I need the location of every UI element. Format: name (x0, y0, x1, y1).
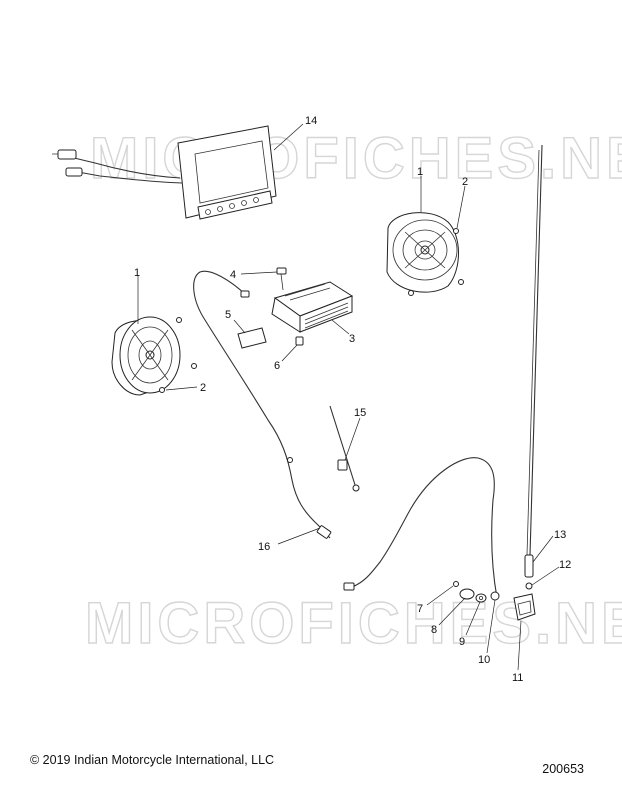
copyright-notice: © 2019 Indian Motorcycle International, … (30, 753, 275, 767)
antenna-base (513, 582, 536, 621)
connector-5 (237, 327, 267, 349)
clip-6 (295, 336, 304, 346)
callout-3: 3 (349, 333, 355, 345)
callout-15: 15 (354, 407, 366, 419)
document-number: 200653 (542, 762, 584, 776)
speaker-left (111, 316, 197, 396)
wire-harness-16 (193, 270, 332, 539)
callout-5: 5 (225, 309, 231, 321)
callout-14: 14 (305, 115, 317, 127)
callout-2-right: 2 (462, 176, 468, 188)
speaker-right (386, 212, 464, 296)
callout-12: 12 (559, 559, 571, 571)
display-unit (52, 125, 277, 220)
antenna-cable (343, 457, 500, 601)
callout-16: 16 (258, 541, 270, 553)
antenna-mast-13 (524, 144, 543, 578)
screw-4 (276, 267, 287, 291)
callout-1-left: 1 (134, 267, 140, 279)
watermark-bottom: MICROFICHES.NET (85, 591, 622, 656)
callout-2-left: 2 (200, 382, 206, 394)
antenna-rod-15 (329, 405, 360, 492)
callout-9: 9 (459, 636, 465, 648)
leader-lines (137, 123, 560, 671)
callout-7: 7 (417, 603, 423, 615)
callout-10: 10 (478, 654, 490, 666)
hardware-stack (453, 581, 487, 603)
callout-8: 8 (431, 624, 437, 636)
callout-1-right: 1 (417, 166, 423, 178)
callout-4: 4 (230, 269, 236, 281)
watermark-top: MICROFICHES.NET (90, 126, 622, 191)
callout-6: 6 (274, 360, 280, 372)
amplifier-module (271, 281, 354, 333)
callout-13: 13 (554, 529, 566, 541)
callout-11: 11 (512, 672, 523, 684)
